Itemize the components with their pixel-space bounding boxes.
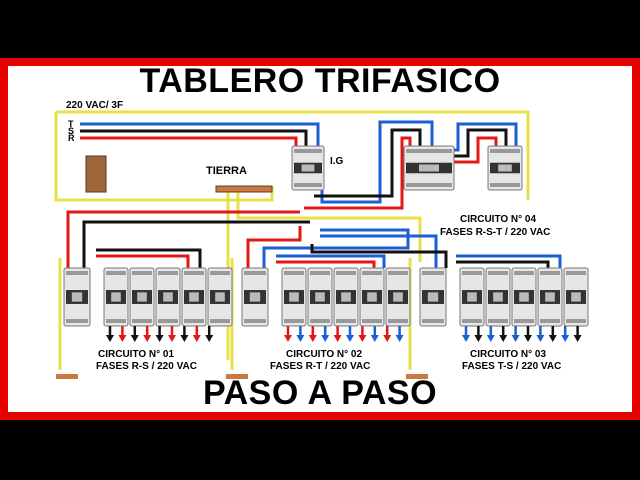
circuit-1-phases: FASES R-S / 220 VAC (96, 361, 197, 372)
circuit-2-name: CIRCUITO N° 02 (286, 349, 362, 360)
output-arrows (106, 326, 582, 342)
c3-arrow-7 (536, 326, 545, 342)
ground-rod-c2 (226, 374, 248, 379)
ground-rod-main (85, 155, 107, 193)
main-breaker (291, 145, 325, 191)
c2-arrow-4 (321, 326, 330, 342)
c3-arrow-1 (462, 326, 470, 342)
c3-arrow-3 (486, 326, 495, 342)
c2-arrow-2 (296, 326, 305, 342)
c4-feed (304, 120, 518, 210)
ground-drop-2 (236, 190, 422, 262)
c3-breaker-1 (459, 267, 485, 327)
circuit-4-name: CIRCUITO N° 04 (460, 214, 536, 225)
c1-breaker-5 (207, 267, 233, 327)
c4-breaker (487, 145, 523, 191)
c2-breaker-2 (307, 267, 333, 327)
c3-arrow-2 (474, 326, 483, 342)
title: TABLERO TRIFASICO (139, 62, 501, 100)
c2-arrow-10 (395, 326, 404, 342)
ground-loop-wire (54, 112, 274, 202)
phase-label-s: S (68, 126, 74, 136)
c2-arrow-5 (333, 326, 342, 342)
c1-arrow-6 (168, 326, 176, 342)
supply-bus (80, 122, 320, 146)
c1-breaker-4 (181, 267, 207, 327)
c2-arrow-6 (346, 326, 354, 342)
c3-arrow-5 (511, 326, 520, 342)
ground-bar (215, 185, 273, 193)
c3-differential (419, 267, 447, 327)
c2-arrow-1 (284, 326, 292, 342)
c3-arrow-6 (524, 326, 532, 342)
circuit-1-name: CIRCUITO N° 01 (98, 349, 174, 360)
c4-differential (403, 145, 455, 191)
c2-arrow-8 (370, 326, 379, 342)
main-breaker-label: I.G (330, 156, 344, 167)
distribution (66, 210, 562, 268)
c2-arrow-7 (358, 326, 367, 342)
c3-arrow-8 (548, 326, 557, 342)
c1-arrow-1 (106, 326, 114, 342)
supply-label: 220 VAC/ 3F (66, 100, 123, 111)
c1-arrow-4 (143, 326, 152, 342)
c3-arrow-10 (573, 326, 582, 342)
ground-rod-c3 (406, 374, 428, 379)
c3-breaker-4 (537, 267, 563, 327)
c2-breaker-5 (385, 267, 411, 327)
c1-breaker-1 (103, 267, 129, 327)
c1-arrow-9 (205, 326, 214, 342)
ground-rods (56, 155, 428, 379)
c3-arrow-4 (499, 326, 508, 342)
circuit-4-phases: FASES R-S-T / 220 VAC (440, 227, 550, 238)
c1-arrow-8 (192, 326, 201, 342)
c1-arrow-5 (155, 326, 164, 342)
circuit-2-phases: FASES R-T / 220 VAC (270, 361, 370, 372)
c1-arrow-2 (118, 326, 127, 342)
subtitle: PASO A PASO (202, 374, 438, 412)
ground-label: TIERRA (206, 165, 247, 177)
bus-s (80, 129, 308, 146)
c1-arrow-7 (180, 326, 189, 342)
bus-r (80, 136, 298, 146)
c2-arrow-3 (308, 326, 317, 342)
c2-breaker-4 (359, 267, 385, 327)
bus-t (80, 122, 320, 146)
c1-differential (63, 267, 91, 327)
c2-breaker-3 (333, 267, 359, 327)
c3-breaker-2 (485, 267, 511, 327)
phase-label-t: T (68, 119, 74, 129)
c2-arrow-9 (383, 326, 392, 342)
c2-differential (241, 267, 269, 327)
breakers (63, 145, 589, 327)
phase-label-r: R (68, 133, 75, 143)
c1-breaker-3 (155, 267, 181, 327)
c3-breaker-3 (511, 267, 537, 327)
ground-rod-c1 (56, 374, 78, 379)
circuit-3-name: CIRCUITO N° 03 (470, 349, 546, 360)
c3-breaker-5 (563, 267, 589, 327)
c3-arrow-9 (561, 326, 570, 342)
ground-top-wire (56, 110, 530, 200)
c1-arrow-3 (130, 326, 139, 342)
circuit-3-phases: FASES T-S / 220 VAC (462, 361, 561, 372)
c1-breaker-2 (129, 267, 155, 327)
c2-breaker-1 (281, 267, 307, 327)
